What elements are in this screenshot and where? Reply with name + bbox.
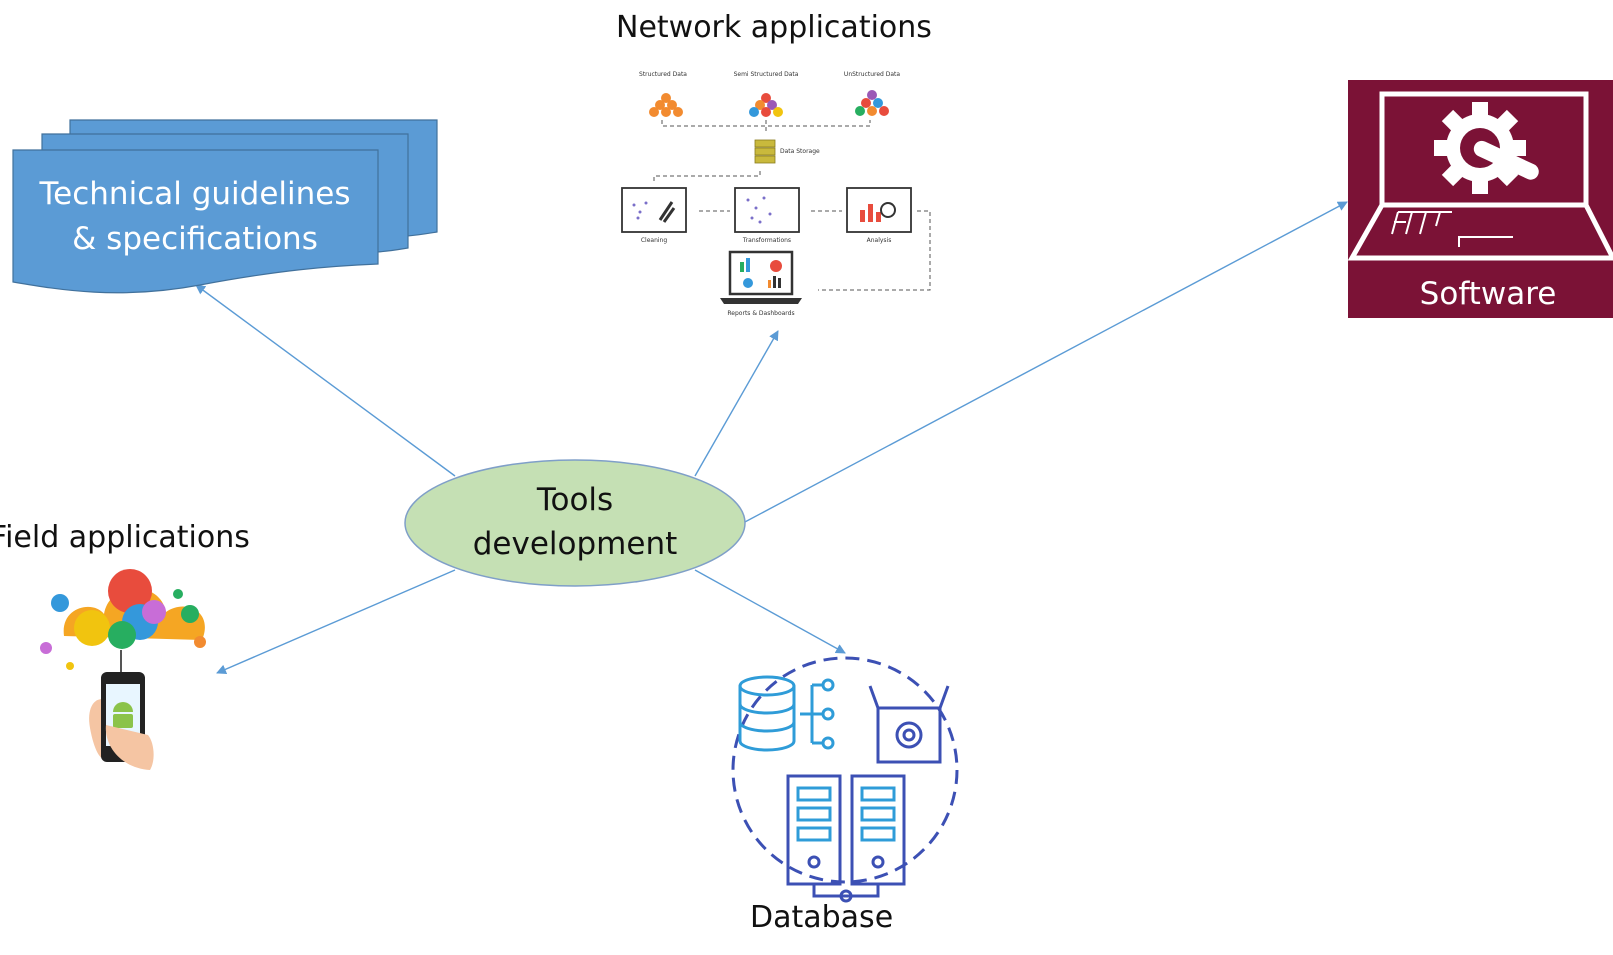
step-boxes (621, 187, 912, 233)
tech-line-1: Technical guidelines (39, 176, 351, 212)
tools-development-label: Tools development (405, 478, 745, 566)
technical-doc-shape (12, 119, 438, 294)
pipeline-icon: Structured Data Semi Structured Data UnS… (621, 71, 931, 317)
mobile-apps-icon (40, 569, 206, 770)
storage-label: Data Storage (780, 148, 820, 155)
laptop-gear-icon (1347, 80, 1613, 318)
tools-development-ellipse (404, 459, 746, 587)
connector-arrows (195, 201, 1348, 675)
field-applications-label: Field applications (0, 520, 250, 555)
semi-structured-source (749, 93, 783, 117)
technical-guidelines-label: Technical guidelines & specifications (14, 172, 376, 262)
output-label: Reports & Dashboards (727, 310, 794, 317)
arrow-to-technical (195, 284, 456, 477)
dashboard-laptop (720, 250, 802, 304)
structured-source (649, 93, 683, 117)
arrow-to-network (694, 330, 779, 477)
center-line-2: development (472, 526, 678, 562)
doc-front (12, 149, 379, 294)
source-label-1: Structured Data (639, 71, 687, 78)
source-label-3: UnStructured Data (844, 71, 900, 78)
arrow-to-software (742, 201, 1348, 524)
step-label-3: Analysis (867, 237, 892, 244)
center-line-1: Tools (536, 482, 614, 518)
software-label: Software (1419, 276, 1557, 312)
tech-line-2: & specifications (72, 221, 318, 257)
database-label: Database (750, 900, 894, 935)
step-label-2: Transformations (742, 237, 791, 244)
source-label-2: Semi Structured Data (734, 71, 799, 78)
arrow-to-field (216, 569, 456, 675)
database-server-icon (731, 656, 959, 903)
unstructured-source (855, 90, 889, 116)
arrow-to-database (694, 569, 846, 654)
data-storage-icon (754, 139, 776, 164)
network-applications-label: Network applications (616, 10, 932, 45)
step-label-1: Cleaning (641, 237, 667, 244)
